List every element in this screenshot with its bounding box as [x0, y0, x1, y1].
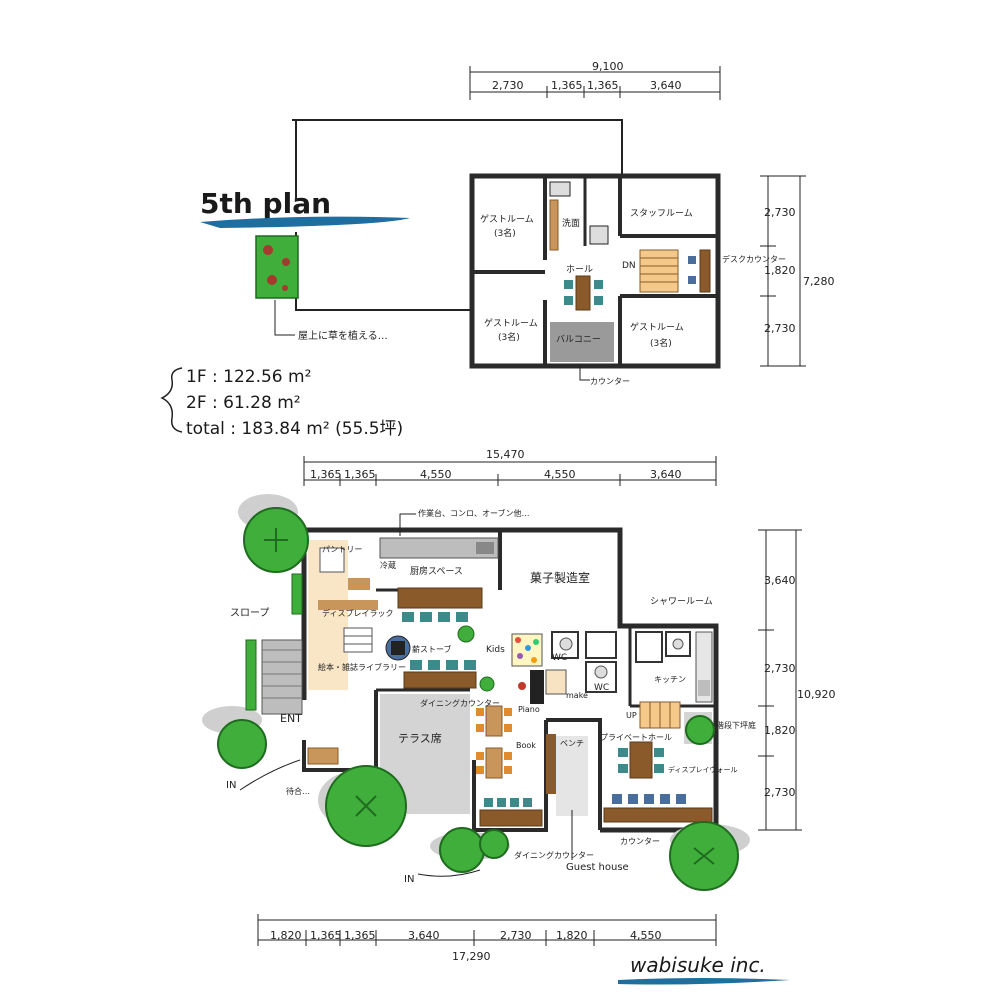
kitchen-chairs: [402, 612, 468, 622]
dim-2f-r1: 2,730: [764, 206, 796, 219]
courtyard-note: 屋上に草を植える…: [298, 329, 388, 342]
label-wc-1: WC: [552, 653, 567, 663]
dim-1f-r1: 3,640: [764, 574, 796, 587]
first-floor-plan: 15,470 1,365 1,365 4,550 4,550 3,640 3,6…: [202, 448, 836, 963]
note-entry-in: IN: [226, 780, 236, 791]
note-dining-counter-2: ダイニングカウンター: [514, 850, 594, 860]
dim-1f-b1: 1,820: [270, 929, 302, 942]
dim-1f-r3: 1,820: [764, 724, 796, 737]
dim-1f-4: 4,550: [544, 468, 576, 481]
counter-chairs-bottom-left: [484, 798, 532, 807]
label-up: UP: [626, 711, 637, 720]
dim-1f-b6: 1,820: [556, 929, 588, 942]
counter-chairs-bottom-right: [612, 794, 686, 804]
slope: [261, 639, 303, 715]
dim-2f-total: 9,100: [592, 60, 624, 73]
label-library: 絵本・雑誌ライブラリー: [318, 662, 406, 672]
dim-1f-b2: 1,365: [310, 929, 342, 942]
area-1f: 1F : 122.56 m²: [186, 367, 311, 387]
label-private-hall: プライベートホール: [600, 733, 672, 742]
room-guest-br-cap: (3名): [650, 337, 672, 349]
dim-1f-5: 3,640: [650, 468, 682, 481]
stair-1f: [639, 701, 681, 729]
label-dining-counter: ダイニングカウンター: [420, 698, 500, 708]
label-fridge: 冷蔵: [380, 560, 396, 570]
dim-1f-r2: 2,730: [764, 662, 796, 675]
dim-1f-3: 4,550: [420, 468, 452, 481]
courtyard-outline: [292, 119, 623, 175]
label-dn-2f: DN: [622, 261, 636, 271]
logo-text: wabisuke inc.: [630, 953, 766, 977]
dim-1f-b7: 4,550: [630, 929, 662, 942]
second-floor-plan: 9,100 2,730 1,365 1,365 3,640 2,730 1,82…: [469, 60, 835, 386]
room-balcony: バルコニー: [556, 334, 601, 345]
area-summary: 1F : 122.56 m² 2F : 61.28 m² total : 183…: [160, 367, 403, 439]
room-hall: ホール: [566, 264, 593, 275]
dim-2f-2: 1,365: [551, 79, 583, 92]
room-guest-tl: ゲストルーム: [480, 213, 534, 225]
title-block: 5th plan: [200, 187, 410, 228]
label-wood-stove: 薪ストーブ: [412, 644, 452, 654]
room-guest-tl-cap: (3名): [494, 227, 516, 239]
label-wc-2: WC: [594, 683, 609, 693]
label-stair-courtyard: 階段下坪庭: [716, 720, 756, 730]
label-counter-2f: カウンター: [590, 377, 630, 386]
label-ent: ENT: [280, 712, 302, 725]
label-slope: スロープ: [230, 607, 269, 619]
note-entry-in-2: IN: [404, 874, 414, 885]
company-logo: wabisuke inc.: [618, 953, 790, 985]
label-counter: カウンター: [620, 837, 660, 846]
label-pantry: パントリー: [322, 545, 362, 554]
label-display-rack: ディスプレイラック: [322, 608, 393, 618]
room-wash: 洗面: [562, 217, 580, 229]
stair-2f: [639, 249, 679, 293]
dim-1f-r4: 2,730: [764, 786, 796, 799]
dim-2f-1: 2,730: [492, 79, 524, 92]
label-desk-counter: デスクカウンター: [722, 254, 786, 264]
title-underline: [200, 216, 410, 228]
label-kitchen-space: 厨房スペース: [410, 565, 463, 577]
label-kitchen: キッチン: [654, 675, 686, 684]
dim-2f-r2: 1,820: [764, 264, 796, 277]
label-display-wall: ディスプレイウォール: [668, 765, 738, 774]
dim-1f-2: 1,365: [344, 468, 376, 481]
logo-underline: [618, 978, 790, 985]
dim-1f-b5: 2,730: [500, 929, 532, 942]
label-make: make: [566, 691, 588, 700]
room-guest-br: ゲストルーム: [630, 321, 684, 333]
dim-1f-1: 1,365: [310, 468, 342, 481]
label-terrace: テラス席: [398, 731, 442, 745]
room-guest-bl: ゲストルーム: [484, 317, 538, 329]
dim-2f-r3: 2,730: [764, 322, 796, 335]
roof-garden-swatch: [255, 235, 299, 299]
dim-1f-btotal: 17,290: [452, 950, 491, 963]
dim-1f-b3: 1,365: [344, 929, 376, 942]
dim-1f-b4: 3,640: [408, 929, 440, 942]
dim-2f-rtotal: 7,280: [803, 275, 835, 288]
dining-tables: [476, 705, 512, 779]
note-bench: 待合…: [286, 786, 310, 796]
dim-1f-total: 15,470: [486, 448, 525, 461]
label-book: Book: [516, 741, 536, 750]
label-bench: ベンチ: [560, 739, 584, 748]
area-total: total : 183.84 m² (55.5坪): [186, 419, 403, 439]
plan-title: 5th plan: [200, 187, 331, 220]
label-piano: Piano: [518, 705, 540, 714]
label-shower: シャワールーム: [650, 596, 713, 607]
note-guest-house: Guest house: [566, 862, 629, 873]
dim-1f-rtotal: 10,920: [797, 688, 836, 701]
label-kids: Kids: [486, 645, 505, 655]
dim-2f-3: 1,365: [587, 79, 619, 92]
trees: [202, 494, 750, 891]
note-sink: 作業台、コンロ、オーブン他…: [418, 508, 530, 518]
room-guest-bl-cap: (3名): [498, 331, 520, 343]
area-2f: 2F : 61.28 m²: [186, 393, 301, 413]
dim-2f-4: 3,640: [650, 79, 682, 92]
balcony-area: [550, 322, 614, 362]
label-bakery: 菓子製造室: [530, 570, 590, 585]
dining-chairs: [410, 660, 476, 670]
room-staff: スタッフルーム: [630, 208, 693, 219]
